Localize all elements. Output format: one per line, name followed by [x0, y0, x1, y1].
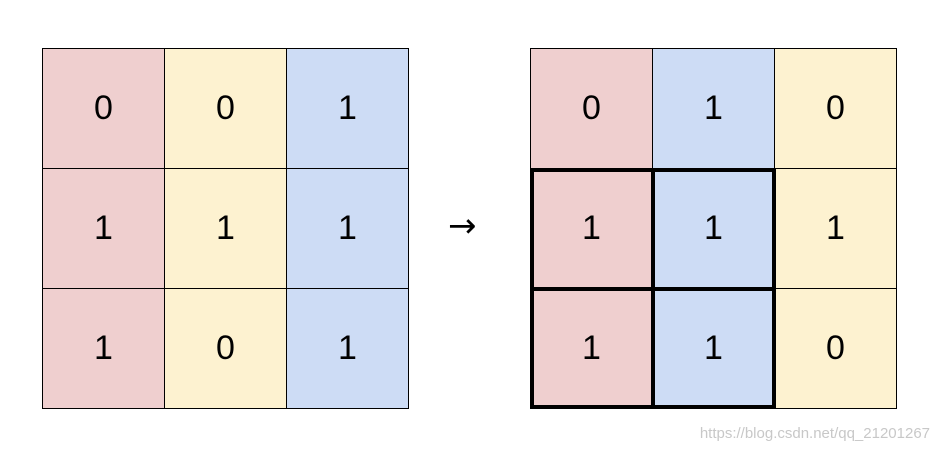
watermark-text: https://blog.csdn.net/qq_21201267	[699, 425, 930, 442]
right-cell-r2c1: 1	[531, 169, 653, 289]
left-cell-r2c1: 1	[43, 169, 165, 289]
left-matrix: 0 0 1 1 1 1 1 0 1	[42, 48, 409, 409]
right-cell-r1c3: 0	[775, 49, 897, 169]
right-cell-r3c3: 0	[775, 289, 897, 409]
left-cell-r1c3: 1	[287, 49, 409, 169]
left-cell-r2c3: 1	[287, 169, 409, 289]
transform-arrow: →	[448, 206, 477, 246]
right-cell-r3c1: 1	[531, 289, 653, 409]
left-cell-r2c2: 1	[165, 169, 287, 289]
left-cell-r1c2: 0	[165, 49, 287, 169]
right-matrix: 0 1 0 1 1 1 1 1 0	[530, 48, 897, 409]
left-cell-r3c2: 0	[165, 289, 287, 409]
left-cell-r1c1: 0	[43, 49, 165, 169]
right-cell-r2c3: 1	[775, 169, 897, 289]
right-cell-r1c2: 1	[653, 49, 775, 169]
right-cell-r3c2: 1	[653, 289, 775, 409]
right-cell-r2c2: 1	[653, 169, 775, 289]
highlighted-square-horizontal-divider	[530, 287, 776, 291]
left-cell-r3c3: 1	[287, 289, 409, 409]
right-cell-r1c1: 0	[531, 49, 653, 169]
left-cell-r3c1: 1	[43, 289, 165, 409]
